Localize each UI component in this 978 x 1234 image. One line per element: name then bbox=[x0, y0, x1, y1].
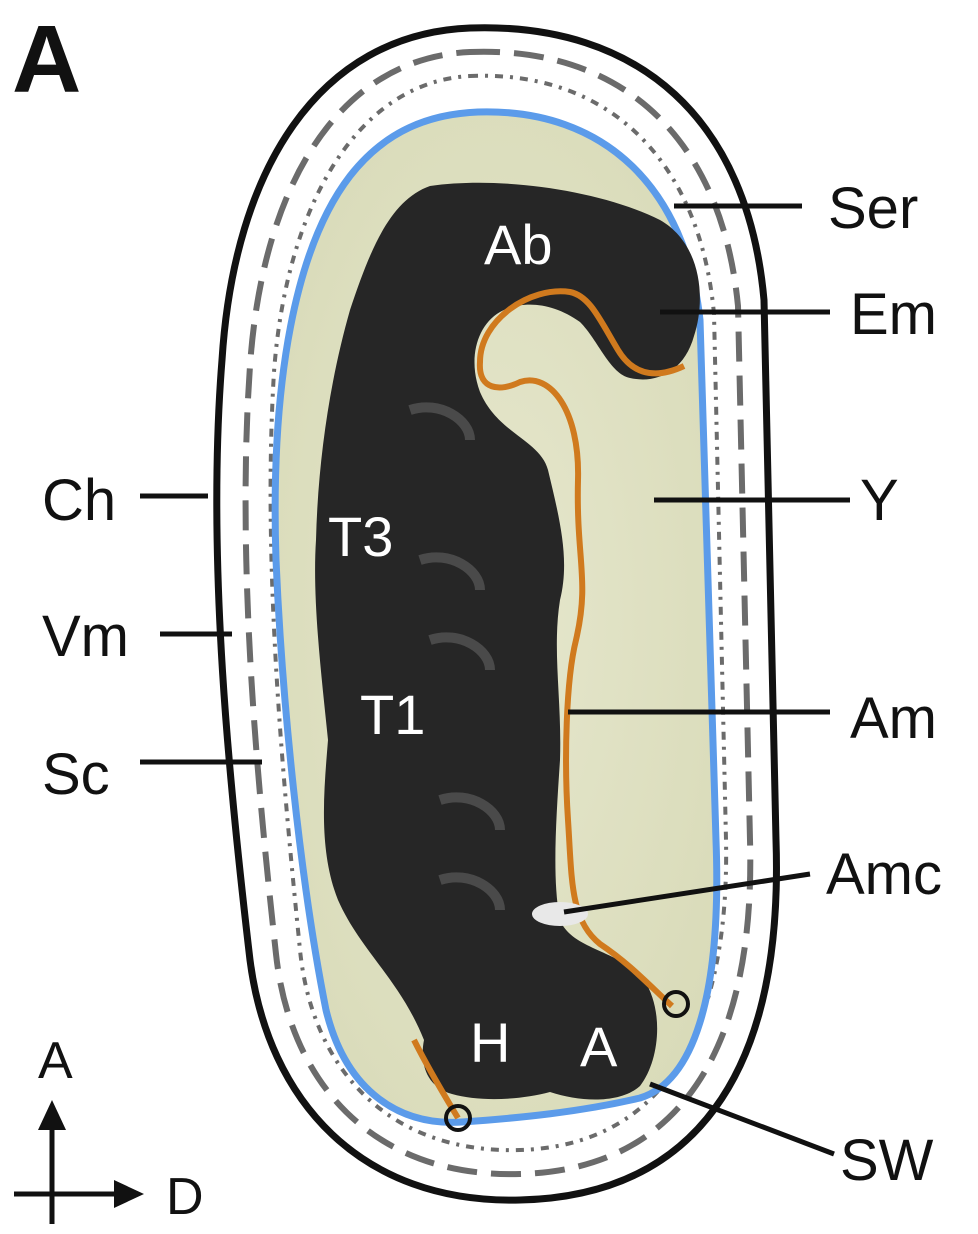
label-em: Em bbox=[850, 282, 937, 347]
amniotic-cavity bbox=[532, 902, 588, 926]
label-h: H bbox=[470, 1011, 510, 1074]
orientation-axes: A D bbox=[14, 1032, 204, 1226]
label-ab: Ab bbox=[484, 213, 553, 276]
label-amc: Amc bbox=[826, 842, 942, 907]
axis-label-a: A bbox=[38, 1032, 73, 1090]
label-ser: Ser bbox=[828, 176, 918, 241]
axis-horizontal-arrowhead bbox=[114, 1180, 144, 1208]
label-t3: T3 bbox=[328, 505, 393, 568]
label-vm: Vm bbox=[42, 604, 129, 669]
axis-label-d: D bbox=[166, 1168, 204, 1226]
label-t1: T1 bbox=[360, 683, 425, 746]
label-ch: Ch bbox=[42, 468, 116, 533]
axis-vertical-arrowhead bbox=[38, 1100, 66, 1130]
label-am: Am bbox=[850, 686, 937, 751]
panel-label: A bbox=[12, 6, 81, 113]
label-a: A bbox=[580, 1015, 618, 1078]
label-y: Y bbox=[860, 468, 899, 533]
label-sw: SW bbox=[840, 1128, 934, 1193]
label-sc: Sc bbox=[42, 742, 110, 807]
